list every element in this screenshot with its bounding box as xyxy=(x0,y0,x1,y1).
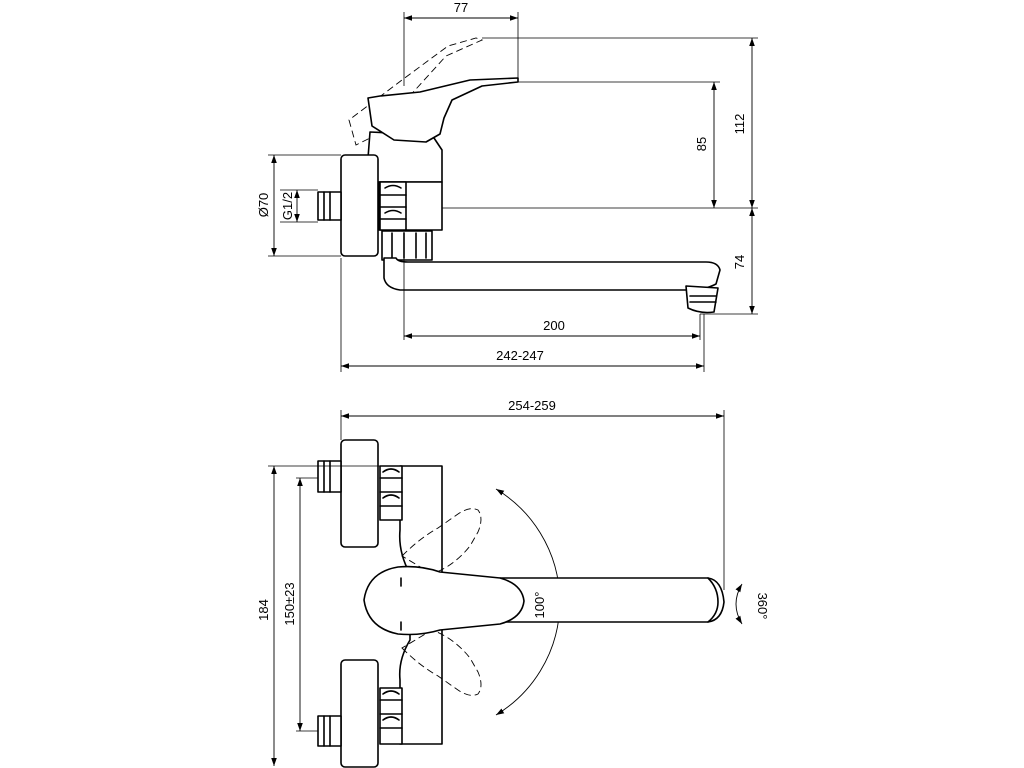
label-spout-reach: 200 xyxy=(543,318,565,333)
top-nut-upper xyxy=(379,465,403,521)
top-nut-upper-flats xyxy=(379,477,403,507)
dim-arc-spout-rotation xyxy=(735,583,743,625)
top-inlet-lower-thread xyxy=(323,715,331,747)
handle-lever xyxy=(367,77,519,143)
label-handle-height: 85 xyxy=(694,137,709,151)
top-handle xyxy=(363,565,525,636)
handle-ghost-upper xyxy=(401,508,482,575)
handle-raised-ghost xyxy=(348,37,484,146)
label-overall-reach: 242-247 xyxy=(496,348,544,363)
wall-flange xyxy=(340,154,379,257)
label-spout-rotation: 360° xyxy=(755,593,770,620)
top-spout xyxy=(499,577,725,623)
top-nut-lower xyxy=(379,687,403,745)
top-flange-upper xyxy=(340,439,379,548)
side-view: 77 112 85 74 200 242-247 Ø70 G1/2 xyxy=(256,0,758,372)
label-overall-width: 184 xyxy=(256,599,271,621)
inlet-thread xyxy=(323,191,331,221)
top-spout-tip xyxy=(707,577,719,623)
aerator-rings xyxy=(689,295,717,303)
label-thread: G1/2 xyxy=(280,192,295,220)
label-total-height: 112 xyxy=(732,114,747,135)
upper-nut xyxy=(379,181,407,231)
upper-nut-flats xyxy=(379,194,407,220)
label-top-overall-reach: 254-259 xyxy=(508,398,556,413)
top-nut-lower-curves xyxy=(382,690,400,721)
top-nut-upper-curves xyxy=(382,468,400,499)
label-center-distance: 150±23 xyxy=(282,582,297,625)
top-extension-lines xyxy=(268,410,725,732)
top-nut-lower-flats xyxy=(379,699,403,729)
spout-aerator xyxy=(685,285,719,314)
upper-nut-curves xyxy=(384,184,402,214)
spout xyxy=(383,257,721,291)
top-flange-lower xyxy=(340,659,379,768)
label-flange-diameter: Ø70 xyxy=(256,193,271,218)
label-spout-height: 74 xyxy=(732,255,747,269)
label-handle-offset: 77 xyxy=(454,0,468,15)
top-view: 254-259 184 150±23 100° 360° xyxy=(256,398,770,768)
label-handle-angle: 100° xyxy=(532,592,547,619)
lower-nut xyxy=(381,230,433,261)
handle-ghost-lower xyxy=(401,629,482,696)
